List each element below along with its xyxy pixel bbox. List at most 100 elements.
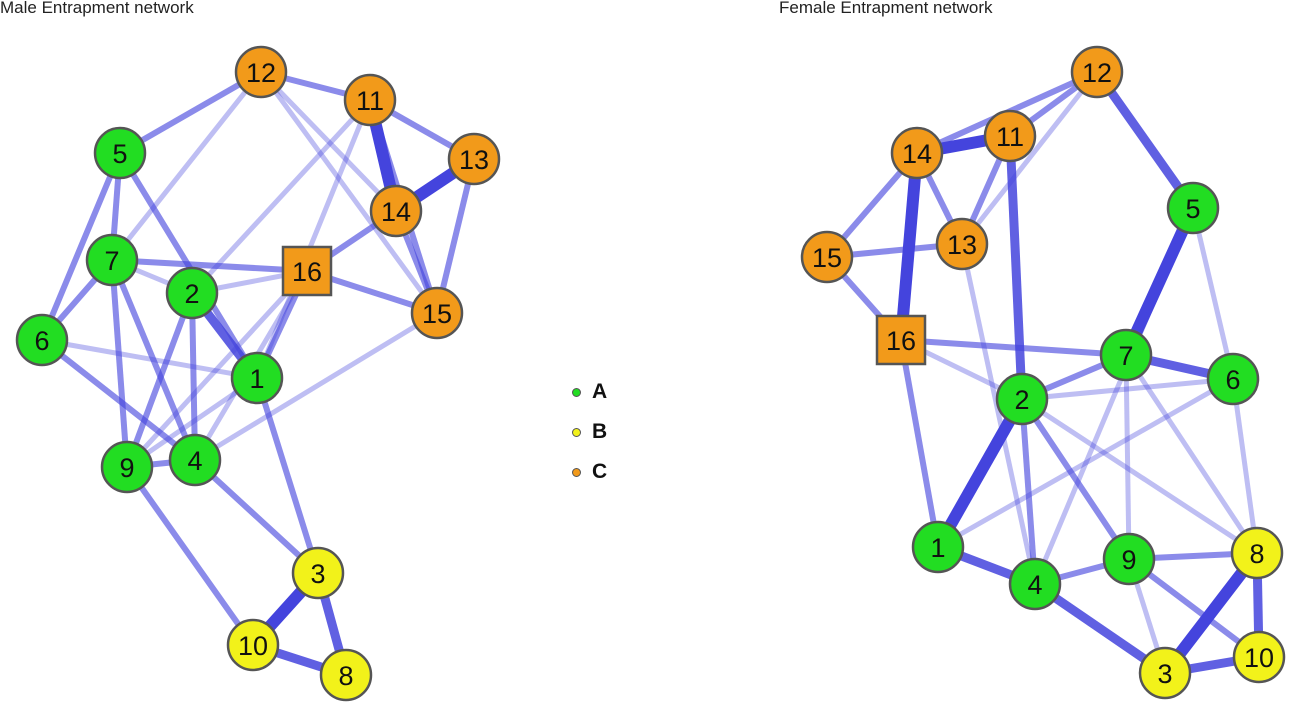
male-edge-6-1: [41, 337, 258, 381]
female-node-10: 10: [1232, 630, 1286, 684]
male-node-15-shape: [410, 286, 464, 340]
female-node-6-shape: [1206, 352, 1260, 406]
male-node-4-label: 4: [187, 446, 202, 476]
group-legend: A B C: [572, 372, 607, 492]
male-node-4: 4: [168, 433, 222, 487]
female-edge-2-1: [932, 396, 1028, 550]
female-node-10-label: 10: [1244, 643, 1274, 673]
female-node-10-shape: [1232, 630, 1286, 684]
male-node-6-label: 6: [34, 326, 49, 356]
male-edge-5-6: [39, 151, 123, 342]
male-node-5-label: 5: [112, 139, 127, 169]
male-node-14-shape: [369, 184, 423, 238]
male-node-13: 13: [447, 132, 501, 186]
male-node-11-label: 11: [356, 86, 384, 116]
male-edge-12-14: [259, 70, 398, 213]
female-edge-2-4: [1019, 398, 1038, 585]
female-node-13-label: 13: [947, 230, 977, 260]
male-node-3-shape: [291, 546, 345, 600]
male-edge-7-9: [109, 259, 130, 468]
male-node-1: 1: [230, 351, 284, 405]
female-node-5-label: 5: [1185, 194, 1200, 224]
female-node-1: 1: [911, 520, 965, 574]
male-node-5: 5: [93, 126, 147, 180]
male-node-14-label: 14: [381, 197, 411, 227]
female-node-9: 9: [1102, 532, 1156, 586]
male-node-1-label: 1: [249, 364, 264, 394]
male-node-15: 15: [410, 286, 464, 340]
male-edge-7-4: [109, 258, 198, 462]
female-edge-13-4: [959, 243, 1038, 585]
female-node-15: 15: [800, 230, 854, 284]
female-node-4: 4: [1008, 557, 1062, 611]
female-network-title: Female Entrapment network: [779, 0, 993, 17]
female-node-13-shape: [935, 217, 989, 271]
male-edge-13-15: [434, 158, 477, 314]
female-node-8-shape: [1230, 526, 1284, 580]
male-node-16-label: 16: [292, 257, 322, 287]
male-edge-11-2: [190, 98, 372, 295]
female-edge-11-2: [1005, 135, 1027, 400]
female-node-9-label: 9: [1121, 545, 1136, 575]
male-edge-12-7: [110, 70, 263, 262]
male-node-7-label: 7: [104, 246, 119, 276]
male-node-6-shape: [15, 313, 69, 367]
female-node-3: 3: [1138, 646, 1192, 700]
male-edge-9-10: [124, 465, 256, 647]
female-node-2-label: 2: [1014, 385, 1029, 415]
female-node-1-shape: [911, 520, 965, 574]
female-node-16-label: 16: [886, 326, 916, 356]
female-node-6: 6: [1206, 352, 1260, 406]
male-node-2-shape: [165, 266, 219, 320]
male-node-16: 16: [281, 245, 333, 297]
male-edge-1-9: [125, 375, 259, 470]
male-node-1-shape: [230, 351, 284, 405]
female-node-11-shape: [983, 109, 1037, 163]
male-node-16-shape: [281, 245, 333, 297]
male-node-3-label: 3: [310, 559, 325, 589]
female-node-15-label: 15: [812, 243, 842, 273]
female-node-11: 11: [983, 109, 1037, 163]
legend-item-c: C: [572, 452, 607, 492]
male-node-12-label: 12: [246, 58, 276, 88]
female-edge-5-4: [1032, 207, 1196, 585]
female-node-16: 16: [875, 314, 927, 366]
male-node-2-label: 2: [184, 279, 199, 309]
male-node-8: 8: [319, 648, 373, 702]
legend-label-a: A: [592, 380, 608, 403]
female-node-4-shape: [1008, 557, 1062, 611]
female-node-3-label: 3: [1157, 659, 1172, 689]
female-node-3-shape: [1138, 646, 1192, 700]
female-edge-16-1: [898, 339, 941, 548]
male-node-2: 2: [165, 266, 219, 320]
male-node-9: 9: [100, 440, 154, 494]
female-edge-5-6: [1190, 207, 1236, 380]
legend-label-b: B: [592, 420, 608, 443]
male-network-title: Male Entrapment network: [0, 0, 194, 17]
male-node-9-shape: [100, 440, 154, 494]
male-node-6: 6: [15, 313, 69, 367]
male-node-10-shape: [226, 618, 280, 672]
female-edge-5-7: [1120, 205, 1199, 358]
male-edge-2-4: [189, 292, 198, 461]
female-node-8: 8: [1230, 526, 1284, 580]
male-node-7-shape: [85, 233, 139, 287]
female-node-12-label: 12: [1082, 58, 1112, 88]
female-node-2-shape: [995, 372, 1049, 426]
male-edge-1-3: [254, 377, 321, 574]
legend-label-c: C: [592, 460, 608, 483]
male-node-11: 11: [343, 73, 397, 127]
male-node-15-label: 15: [422, 299, 452, 329]
female-node-4-label: 4: [1027, 570, 1042, 600]
male-edge-6-4: [40, 337, 197, 463]
male-node-8-shape: [319, 648, 373, 702]
female-edge-7-9: [1123, 354, 1132, 560]
legend-swatch-b: [572, 427, 581, 437]
male-node-14: 14: [369, 184, 423, 238]
legend-item-a: A: [572, 372, 607, 412]
female-node-12: 12: [1070, 45, 1124, 99]
